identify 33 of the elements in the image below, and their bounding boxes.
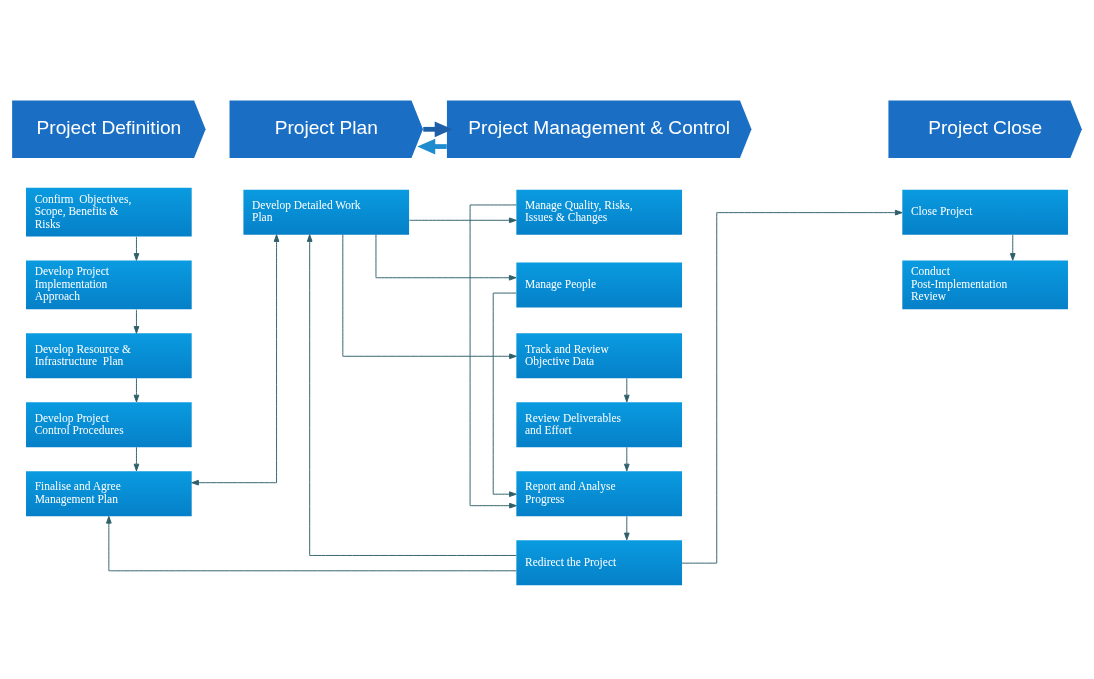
node-box: Conduct Post-Implementation Review	[902, 260, 1068, 309]
node-box: Manage People	[516, 261, 683, 307]
arrow	[469, 204, 517, 508]
arrow	[624, 377, 630, 402]
node-box: Review Deliverables and Effort	[516, 401, 683, 447]
arrow	[106, 515, 517, 571]
arrow	[342, 233, 517, 359]
arrow	[492, 292, 517, 497]
arrow	[624, 446, 630, 471]
node-box: Redirect the Project	[516, 539, 683, 585]
arrow	[408, 216, 517, 223]
node-box: Manage Quality, Risks, Issues & Changes	[516, 189, 683, 235]
node-box: Report and Analyse Progress	[516, 470, 683, 516]
arrow	[681, 209, 903, 564]
node-box: Develop Resource & Infrastructure Plan	[26, 332, 192, 378]
arrow	[133, 377, 140, 402]
node-box: Finalise and Agree Management Plan	[26, 470, 192, 516]
arrow	[133, 308, 140, 334]
node-box: Confirm Objectives, Scope, Benefits & Risks	[26, 187, 192, 237]
node-box: Develop Project Implementation Approach	[26, 260, 192, 309]
arrow	[133, 446, 140, 471]
arrow	[1009, 233, 1016, 261]
arrow	[375, 233, 517, 281]
arrow	[133, 235, 140, 261]
arrow	[191, 233, 280, 486]
arrow	[417, 138, 447, 154]
node-box: Develop Project Control Procedures	[26, 401, 192, 447]
node-box: Track and Review Objective Data	[516, 332, 683, 378]
arrow	[624, 515, 630, 540]
node-box: Close Project	[902, 189, 1068, 235]
node-box: Develop Detailed Work Plan	[243, 189, 410, 235]
arrow	[423, 120, 453, 137]
arrow	[306, 233, 517, 556]
